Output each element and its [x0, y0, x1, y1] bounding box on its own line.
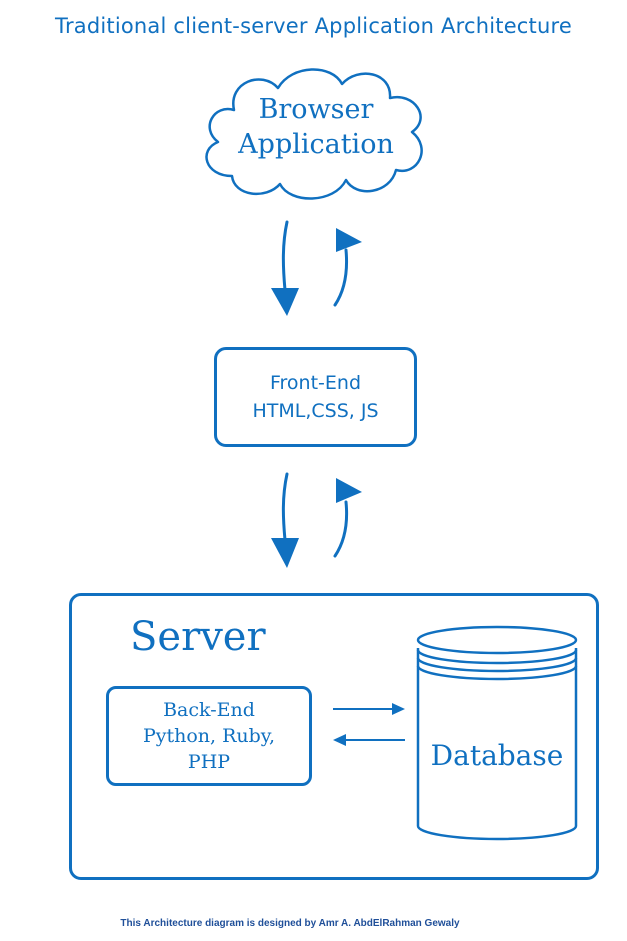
- browser-label-line2: Application: [238, 129, 394, 160]
- browser-application-label: Browser Application: [205, 92, 427, 162]
- arrow-down-browser-to-frontend: [271, 220, 299, 316]
- server-box: [69, 593, 599, 880]
- database-cylinder: [416, 625, 578, 841]
- arrow-backend-to-database: [333, 703, 405, 715]
- diagram-title: Traditional client-server Application Ar…: [55, 14, 572, 38]
- arrow-up-server-to-frontend: [333, 478, 362, 558]
- database-label: Database: [430, 739, 564, 772]
- arrow-down-frontend-to-server: [271, 472, 299, 568]
- backend-box: Back-End Python, Ruby, PHP: [106, 686, 312, 786]
- backend-label-line3: PHP: [187, 751, 231, 773]
- server-label: Server: [130, 614, 266, 660]
- arrow-up-frontend-to-browser: [333, 228, 362, 307]
- frontend-box: Front-End HTML,CSS, JS: [214, 347, 417, 447]
- backend-label-line1: Back-End: [163, 699, 255, 721]
- frontend-label-line2: HTML,CSS, JS: [252, 400, 379, 422]
- frontend-label-line1: Front-End: [269, 372, 362, 394]
- credit-text: This Architecture diagram is designed by…: [120, 918, 460, 929]
- backend-label-line2: Python, Ruby,: [142, 725, 276, 747]
- browser-label-line1: Browser: [258, 94, 374, 125]
- arrow-database-to-backend: [333, 734, 405, 746]
- cloud-shape: [205, 68, 423, 200]
